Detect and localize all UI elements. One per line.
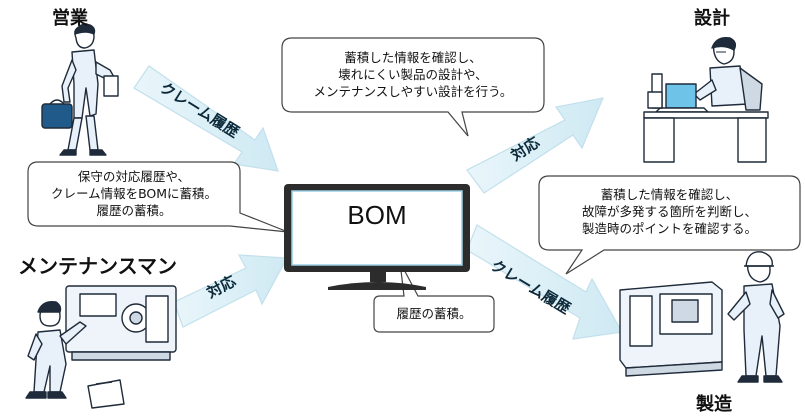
role-label-manufacturing: 製造 <box>696 394 732 415</box>
factory-worker-with-machine-figure <box>619 251 785 383</box>
bubble-maintenance-note <box>27 161 289 233</box>
design-note-line-1: 蓄積した情報を確認し、 <box>344 50 482 65</box>
arrow-sales-to-bom <box>133 65 279 172</box>
arrow-bom-to-manufacturing <box>466 224 623 340</box>
design-note-line-2: 壊れにくい製品の設計や、 <box>338 67 488 82</box>
designer-at-desk-figure <box>643 37 769 163</box>
maintenance-note-line-2: クレーム情報をBOMに蓄積。 <box>50 186 218 201</box>
manufacturing-note-line-2: 故障が多発する箇所を判断し、 <box>581 204 757 219</box>
design-note-line-3: メンテナンスしやすい設計を行う。 <box>313 84 513 99</box>
arrow-bom-to-design <box>466 97 604 194</box>
bom-label: BOM <box>347 200 407 230</box>
role-label-design: 設計 <box>694 8 730 29</box>
maintenance-note-line-1: 保守の対応履歴や、 <box>77 169 191 184</box>
maintenance-note-text: 保守の対応履歴や、 クレーム情報をBOMに蓄積。 履歴の蓄積。 <box>28 168 240 219</box>
salesman-figure <box>41 23 119 156</box>
bom-note-text: 履歴の蓄積。 <box>396 306 472 321</box>
arrow-maintenance-to-bom <box>173 254 288 328</box>
role-label-sales: 営業 <box>52 8 88 29</box>
maintenance-worker-figure <box>25 285 177 409</box>
manufacturing-note-line-1: 蓄積した情報を確認し、 <box>600 187 739 202</box>
bubble-design-note <box>281 37 545 137</box>
bubble-bom-note <box>373 261 495 333</box>
monitor-icon <box>284 184 470 290</box>
role-label-maintenance: メンテナンスマン <box>18 254 177 278</box>
bubble-manufacturing-note <box>538 175 801 275</box>
manufacturing-note-line-3: 製造時のポイントを確認する。 <box>581 221 757 236</box>
design-note-text: 蓄積した情報を確認し、 壊れにくい製品の設計や、 メンテナンスしやすい設計を行う… <box>282 49 544 100</box>
manufacturing-note-text: 蓄積した情報を確認し、 故障が多発する箇所を判断し、 製造時のポイントを確認する… <box>539 186 800 237</box>
maintenance-note-line-3: 履歴の蓄積。 <box>96 203 172 218</box>
